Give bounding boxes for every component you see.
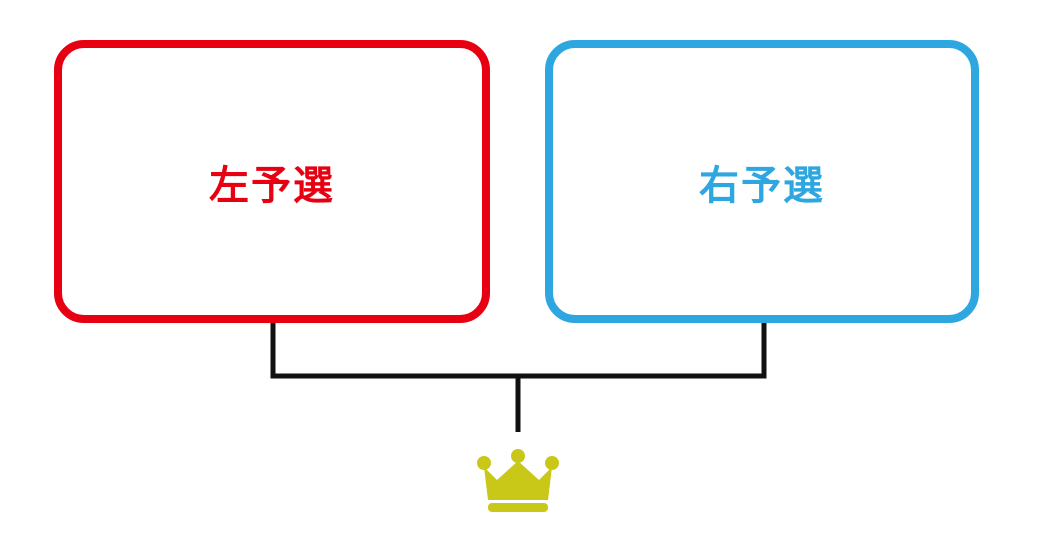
- left-qualifier-box: [54, 40, 490, 323]
- right-qualifier-label: 右予選: [699, 163, 825, 209]
- crown-icon: [477, 449, 559, 512]
- right-qualifier-box: [545, 40, 979, 323]
- left-qualifier-label: 左予選: [209, 163, 335, 209]
- bracket-connector: [270, 323, 767, 432]
